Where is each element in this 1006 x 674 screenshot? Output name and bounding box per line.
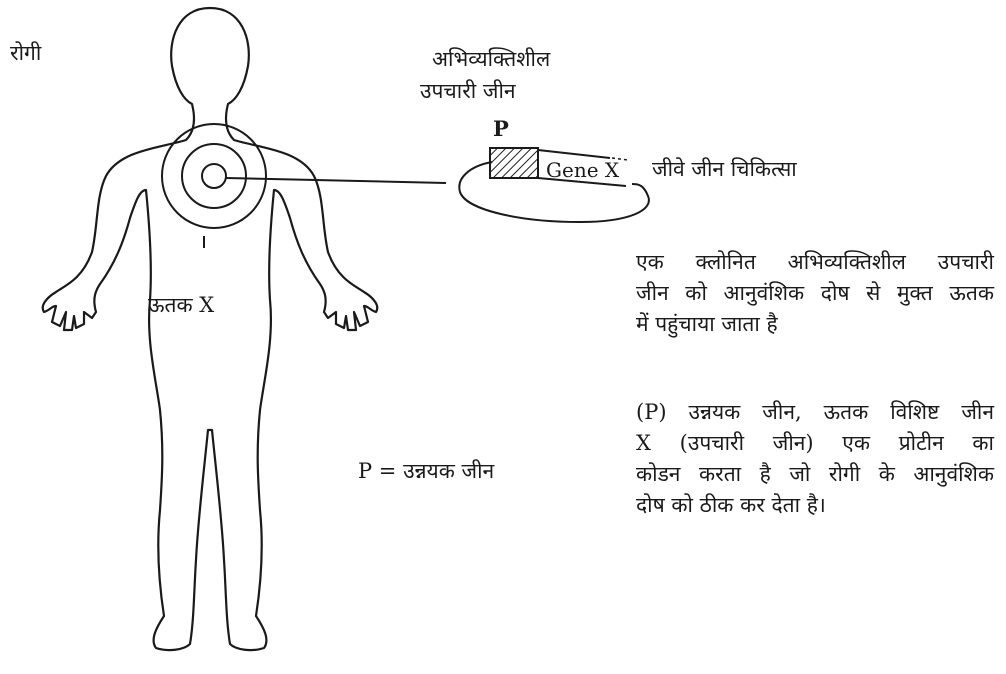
- promoter-paragraph-line: (P) उन्नयक जीन, ऊतक विशिष्ट जीन: [636, 397, 994, 428]
- promoter-paragraph-line: दोष को ठीक कर देता है।: [636, 490, 994, 521]
- in-vivo-gene-therapy-label: जीवे जीन चिकित्सा: [652, 154, 797, 184]
- patient-label: रोगी: [10, 38, 41, 68]
- delivery-paragraph-line: जीन को आनुवंशिक दोष से मुक्त ऊतक: [636, 278, 994, 309]
- target-middle-circle: [182, 144, 246, 208]
- tissue-x-label: ऊतक X: [148, 290, 214, 320]
- target-inner-circle: [202, 164, 226, 188]
- promoter-marker: P: [493, 114, 509, 144]
- expressive-gene-label-line1: अभिव्यक्तिशील: [432, 44, 550, 74]
- delivery-paragraph-line: एक क्लोनित अभिव्यक्तिशील उपचारी: [636, 247, 994, 278]
- promoter-paragraph-line: X (उपचारी जीन) एक प्रोटीन का: [636, 428, 994, 459]
- promoter-paragraph-line: कोडन करता है जो रोगी के आनुवंशिक: [636, 459, 994, 490]
- delivery-paragraph-line: में पहुंचाया जाता है: [636, 309, 994, 340]
- gene-x-label: Gene X: [546, 158, 619, 182]
- pointer-line: [226, 178, 446, 183]
- human-body-outline: [43, 8, 378, 650]
- target-outer-circle: [162, 124, 266, 228]
- delivery-paragraph: एक क्लोनित अभिव्यक्तिशील उपचारी जीन को आ…: [636, 247, 994, 340]
- expressive-gene-label-line2: उपचारी जीन: [420, 76, 516, 106]
- promoter-box: [490, 148, 538, 178]
- promoter-paragraph: (P) उन्नयक जीन, ऊतक विशिष्ट जीन X (उपचार…: [636, 397, 994, 521]
- promoter-key-label: P = उन्नयक जीन: [358, 456, 494, 486]
